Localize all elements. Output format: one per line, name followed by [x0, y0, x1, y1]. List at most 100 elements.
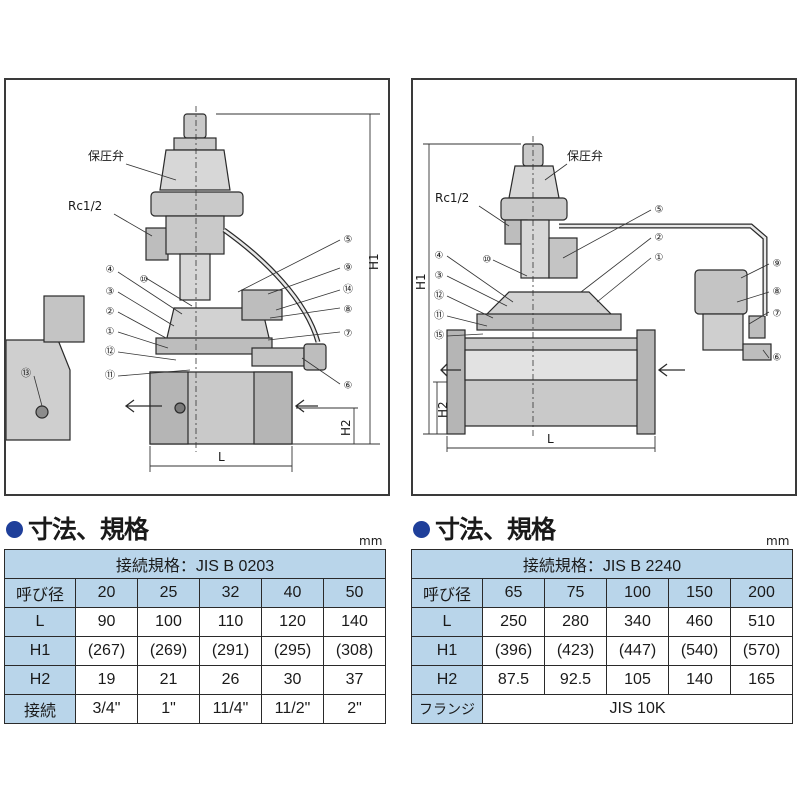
outlet-end [253, 371, 293, 445]
l-label: L [218, 450, 225, 464]
bullet-icon [413, 520, 430, 538]
callout-5: ⑤ [655, 205, 664, 216]
table-row: H2 19 21 26 30 37 [4, 665, 386, 695]
table-cell: 11/2" [261, 694, 324, 724]
table-cell: 90 [75, 607, 138, 637]
row-label: H2 [411, 665, 483, 695]
table-cell: 1" [137, 694, 200, 724]
h2-dimension [296, 407, 358, 444]
left-table-caption: 接続規格：JIS B 0203 [4, 549, 386, 579]
row-label: フランジ [411, 694, 483, 724]
pilot-body [159, 149, 231, 191]
table-cell: 460 [668, 607, 731, 637]
table-cell: 200 [730, 578, 793, 608]
side-view-pilot [43, 295, 85, 343]
pilot-valve-label: 保圧弁 [567, 148, 603, 163]
table-cell: 92.5 [544, 665, 607, 695]
table-cell: 165 [730, 665, 793, 695]
table-cell: 30 [261, 665, 324, 695]
leader-lines [446, 209, 770, 359]
table-row: H1 (267) (269) (291) (295) (308) [4, 636, 386, 666]
table-cell: (423) [544, 636, 607, 666]
flow-arrow-left [440, 363, 461, 377]
flow-passage [464, 349, 638, 381]
diaphragm-flange [476, 313, 622, 331]
row-label: H1 [411, 636, 483, 666]
callout-10: ⑩ [140, 275, 149, 286]
right-section-heading: 寸法、規格 [413, 510, 556, 546]
flow-arrow-left [124, 399, 162, 413]
left-spec-table: 接続規格：JIS B 0203 呼び径 20 25 32 40 50 L 90 … [4, 549, 386, 724]
table-cell: 100 [606, 578, 669, 608]
pilot-tube-inner [559, 224, 767, 316]
table-cell: 3/4" [75, 694, 138, 724]
h1-dimension [423, 143, 521, 435]
left-valve-diagram: H1 H2 L 保圧弁 Rc1/2 ④ ⑩ ③ ② ① ⑫ ⑪ ⑤ ⑨ [4, 78, 390, 496]
table-cell: 120 [261, 607, 324, 637]
callout-6: ⑥ [344, 381, 353, 392]
table-cell: 100 [137, 607, 200, 637]
right-table-caption: 接続規格：JIS B 2240 [411, 549, 793, 579]
table-cell: (396) [482, 636, 545, 666]
row-label: 呼び径 [411, 578, 483, 608]
h2-dimension [433, 381, 447, 434]
callout-11: ⑪ [105, 370, 115, 382]
pilot-body [508, 165, 560, 199]
pilot-tube-inner [223, 228, 320, 343]
flow-arrow-right [294, 399, 318, 413]
needle-valve [241, 289, 283, 321]
table-cell: (267) [75, 636, 138, 666]
table-row: 呼び径 65 75 100 150 200 [411, 578, 793, 608]
table-cell: 65 [482, 578, 545, 608]
left-unit-label: mm [359, 534, 383, 548]
pilot-neck [173, 137, 217, 151]
row-label: L [4, 607, 76, 637]
pilot-bonnet [150, 191, 244, 217]
table-cell: 110 [199, 607, 262, 637]
callout-14: ⑭ [343, 284, 353, 296]
rc-port-label: Rc1/2 [435, 191, 469, 205]
bullet-icon [6, 520, 23, 538]
table-cell: 250 [482, 607, 545, 637]
row-label: 接続 [4, 694, 76, 724]
callout-3: ③ [435, 271, 444, 282]
pilot-stem [179, 253, 211, 301]
callout-5: ⑤ [344, 235, 353, 246]
fitting [303, 343, 327, 371]
table-cell: (540) [668, 636, 731, 666]
callout-7: ⑦ [773, 309, 782, 320]
table-cell: JIS 10K [482, 694, 793, 724]
table-cell: 2" [323, 694, 386, 724]
right-valve-diagram: H1 H2 L 保圧弁 Rc1/2 ④ ⑩ ③ ⑫ ⑪ ⑮ ⑤ ② ① ⑨ ⑧ … [411, 78, 797, 496]
right-unit-label: mm [766, 534, 790, 548]
table-cell: 140 [323, 607, 386, 637]
table-row: フランジ JIS 10K [411, 694, 793, 724]
table-cell: 40 [261, 578, 324, 608]
row-label: L [411, 607, 483, 637]
rc-port [145, 227, 169, 261]
outlet-flange [636, 329, 656, 435]
table-row: L 250 280 340 460 510 [411, 607, 793, 637]
left-valve-drawing: H1 H2 L 保圧弁 Rc1/2 ④ ⑩ ③ ② ① ⑫ ⑪ ⑤ ⑨ [6, 106, 381, 472]
callout-4: ④ [106, 265, 115, 276]
table-cell: 11/4" [199, 694, 262, 724]
h1-label: H1 [414, 273, 428, 290]
l-dimension [149, 446, 293, 472]
table-cell: 340 [606, 607, 669, 637]
right-valve-drawing: H1 H2 L 保圧弁 Rc1/2 ④ ⑩ ③ ⑫ ⑪ ⑮ ⑤ ② ① ⑨ ⑧ … [414, 136, 782, 452]
callout-8: ⑧ [773, 287, 782, 298]
left-heading-text: 寸法、規格 [28, 515, 149, 544]
side-view-valve [35, 405, 49, 419]
h1-dimension [216, 113, 380, 445]
table-cell: 32 [199, 578, 262, 608]
table-cell: 19 [75, 665, 138, 695]
callout-11: ⑪ [434, 310, 444, 322]
right-spec-table: 接続規格：JIS B 2240 呼び径 65 75 100 150 200 L … [411, 549, 793, 724]
l-label: L [547, 432, 554, 446]
callout-7: ⑦ [344, 329, 353, 340]
callout-9: ⑨ [344, 263, 353, 274]
table-row: H1 (396) (423) (447) (540) (570) [411, 636, 793, 666]
table-cell: (447) [606, 636, 669, 666]
callout-2: ② [106, 307, 115, 318]
callout-1: ① [655, 253, 664, 264]
